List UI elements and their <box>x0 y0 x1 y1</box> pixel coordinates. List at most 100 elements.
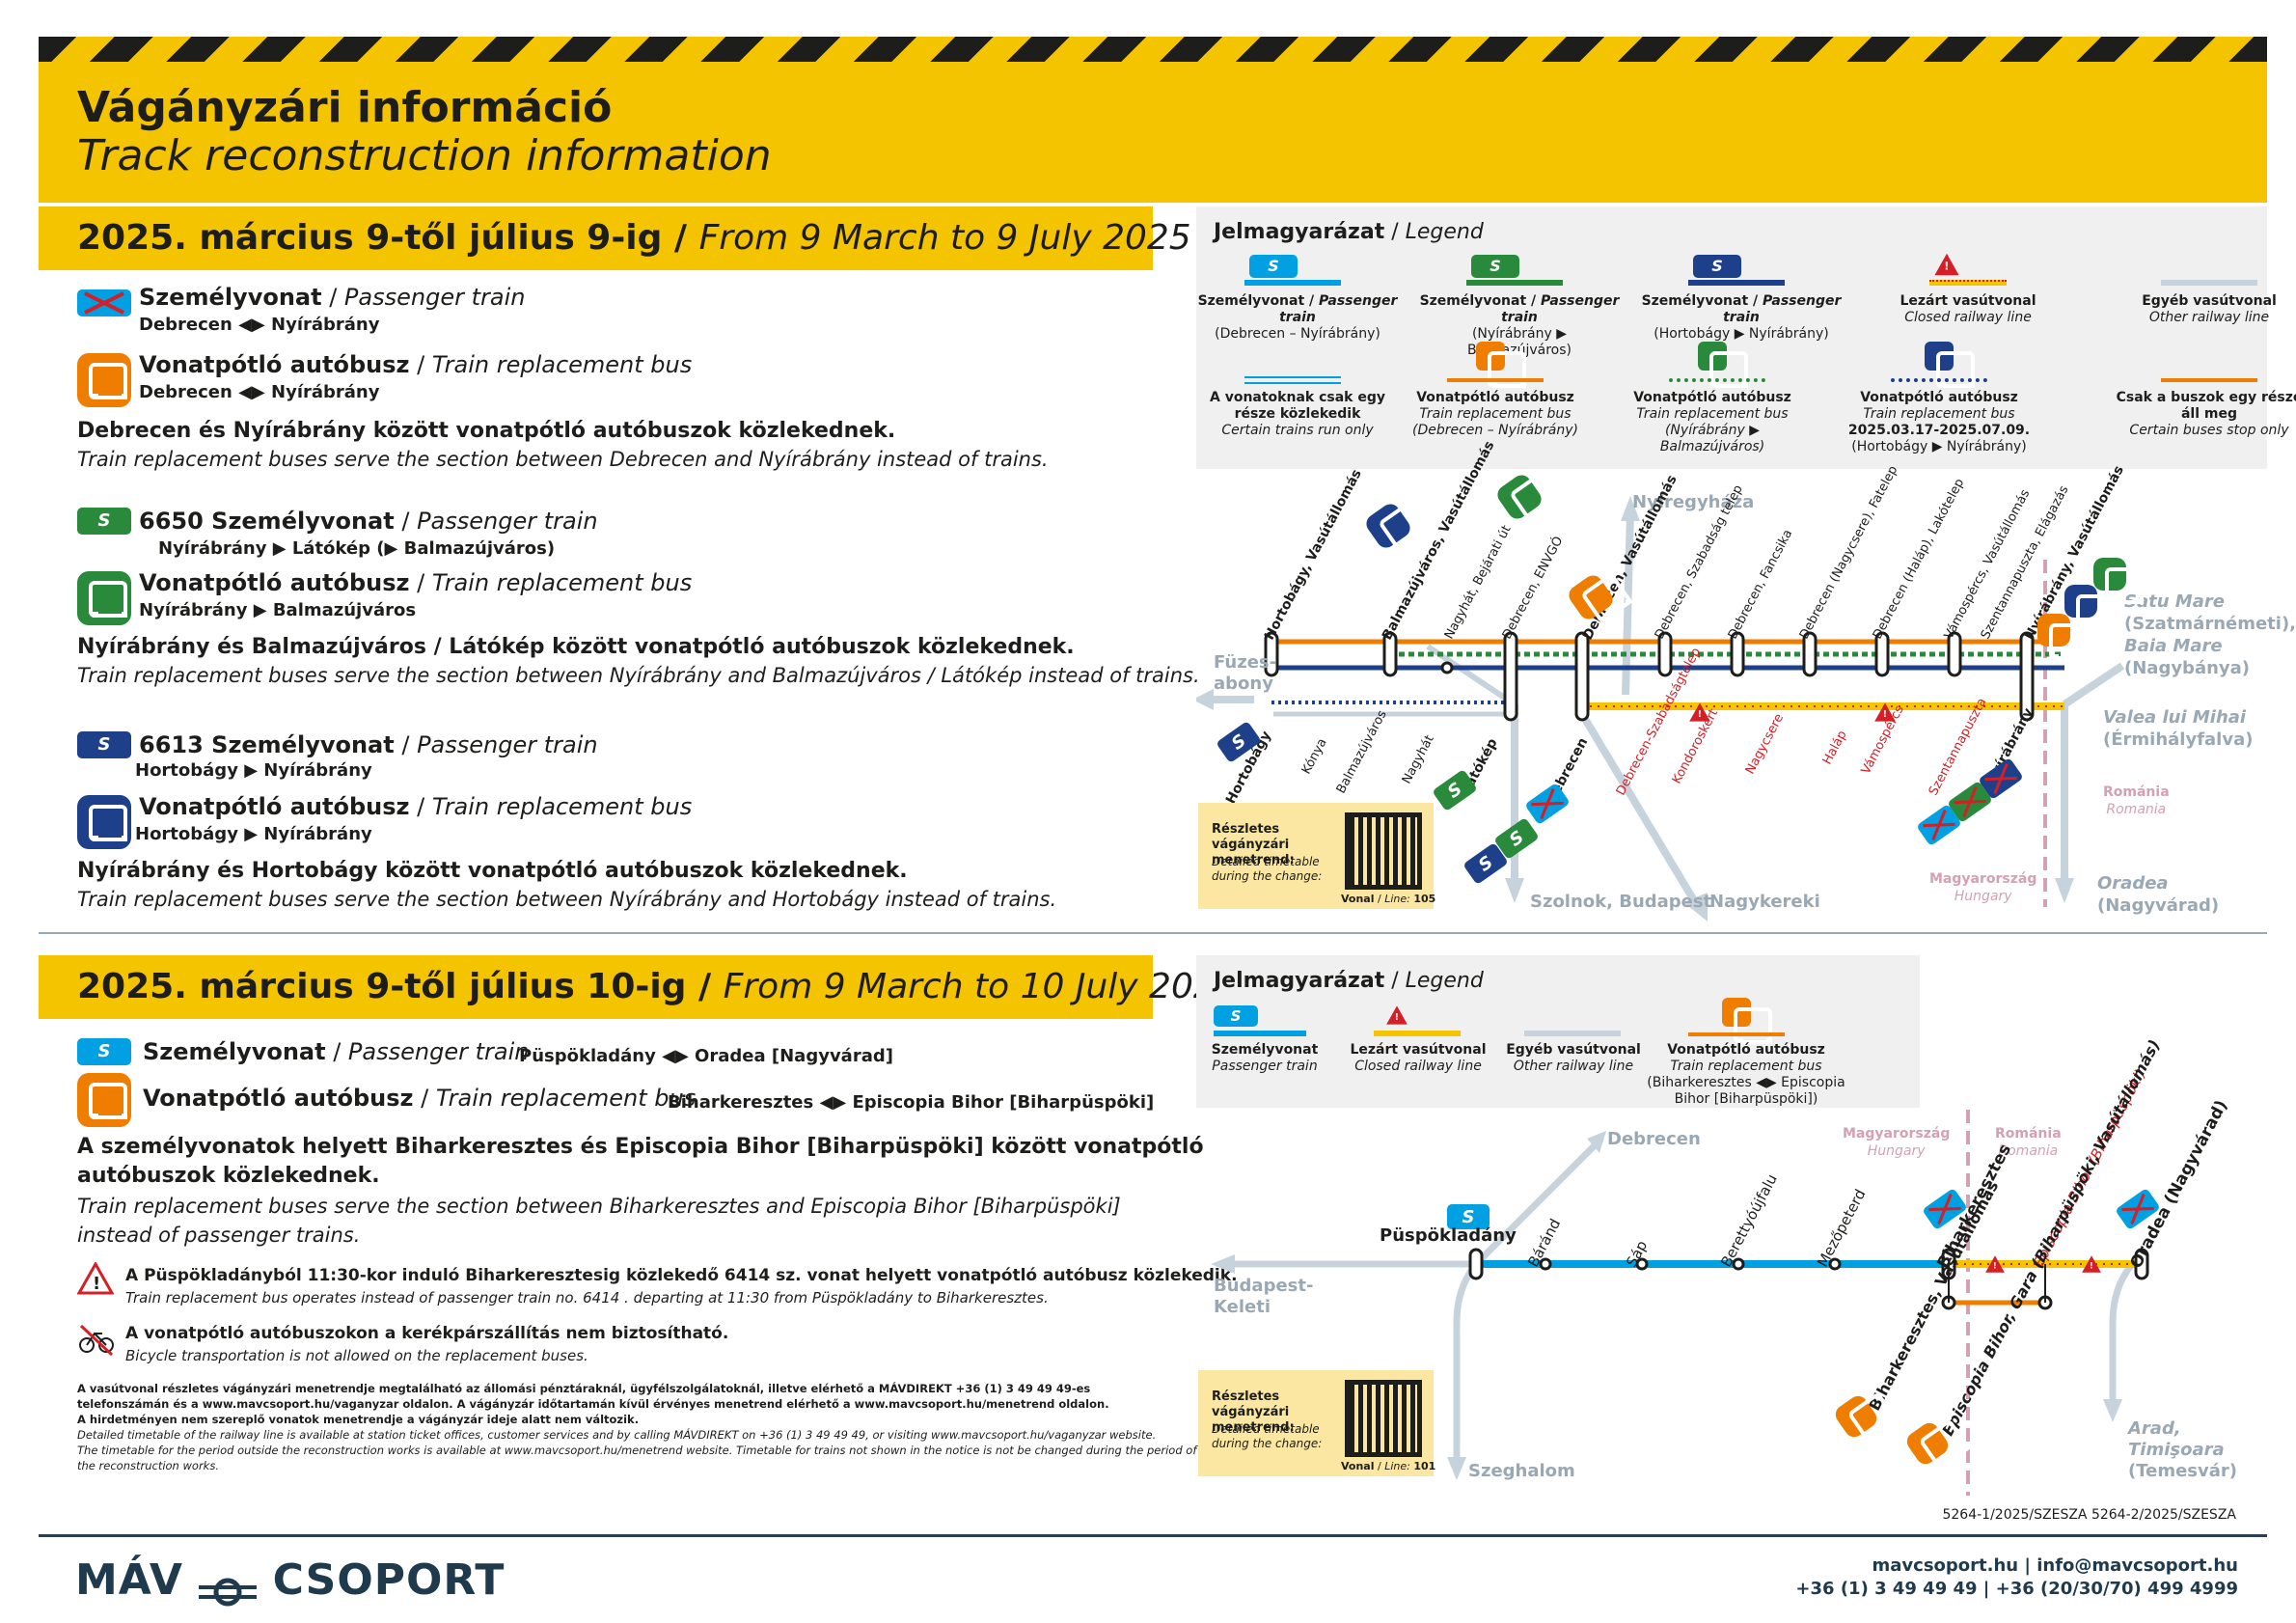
block1-desc-en: Train replacement buses serve the sectio… <box>77 448 1049 471</box>
legend-1-title: Jelmagyarázat / Legend <box>1214 220 1484 244</box>
page-title: Vágányzári információ <box>77 83 613 132</box>
legend-green-line <box>1466 280 1563 286</box>
qr2-line: Vonal / Line: 101 <box>1341 1460 1436 1472</box>
map2-line-szeghalom <box>1453 1261 1479 1467</box>
map1-label-south1: Szolnok, Budapest <box>1530 892 1712 912</box>
qr1-heading: Részletes vágányzári menetrend: <box>1212 822 1295 867</box>
legend-navy-line <box>1688 280 1785 286</box>
legend-green-dotted-line <box>1669 378 1765 382</box>
warning-triangle-icon: ! <box>76 1260 115 1299</box>
section2-desc-en-1: Train replacement buses serve the sectio… <box>77 1195 1121 1218</box>
legend-orange-line <box>1447 378 1544 382</box>
legend-blue-line <box>1244 280 1341 286</box>
map1-warning-icon-2 <box>1874 702 1896 722</box>
map1-label-south2: Nagykereki <box>1709 892 1820 912</box>
legend2-closed-line <box>1374 1031 1461 1036</box>
reference-number: 5264-1/2025/SZESZA 5264-2/2025/SZESZA <box>1942 1507 2236 1523</box>
map2-label-north: Debrecen <box>1607 1129 1701 1149</box>
block2-bus-title: Vonatpótló autóbusz / Train replacement … <box>139 569 693 596</box>
legend-orange-bus-icon <box>1476 342 1526 388</box>
fine-print-5: The timetable for the period outside the… <box>77 1444 1197 1457</box>
map1-navy-bus-icon-2 <box>2064 585 2115 631</box>
section2-date-bar: 2025. március 9-től július 10-ig / From … <box>39 955 1238 1019</box>
section1-date-bar: 2025. március 9-től július 9-ig / From 9… <box>39 206 1191 270</box>
legend2-orange-bus-icon <box>1722 998 1772 1044</box>
section2-desc-hu-2: autóbuszok közlekednek. <box>77 1164 380 1188</box>
map1-label-ro3: Valea lui Mihai(Érmihályfalva) <box>2103 707 2254 750</box>
map2-warning-icon-2 <box>2082 1255 2101 1273</box>
note2-hu: A vonatpótló autóbuszokon a kerékpárszál… <box>125 1324 729 1343</box>
qr2-subheading: Detailed timetable during the change: <box>1212 1422 1323 1450</box>
section2-train-title: Személyvonat / Passenger train <box>143 1038 530 1065</box>
hazard-stripes <box>39 37 2267 62</box>
fine-print-4: Detailed timetable of the railway line i… <box>77 1428 1157 1442</box>
map1-cancelled-green-icon <box>1947 780 1993 824</box>
green-bus-icon <box>77 571 131 625</box>
map2-warning-icon-1 <box>1985 1255 2005 1273</box>
block1-bus-title: Vonatpótló autóbusz / Train replacement … <box>139 351 693 378</box>
block2-bus-route: Nyírábrány ▶ Balmazújváros <box>139 600 417 620</box>
navy-bus-icon <box>77 795 131 849</box>
fine-print-1: A vasútvonal részletes vágányzári menetr… <box>77 1382 1091 1395</box>
block1-train-title: Személyvonat / Passenger train <box>139 284 526 311</box>
block2-desc-en: Train replacement buses serve the sectio… <box>77 664 1200 687</box>
legend-navy-train-icon: S <box>1693 255 1741 278</box>
map2-station-1: Püspökladány <box>1380 1225 1517 1246</box>
block2-desc-hu: Nyírábrány és Balmazújváros / Látókép kö… <box>77 635 1075 659</box>
map-1 <box>1196 496 2125 922</box>
fine-print-3: A hirdetményen nem szereplő vonatok mene… <box>77 1413 640 1426</box>
block3-desc-hu: Nyírábrány és Hortobágy között vonatpótl… <box>77 859 908 883</box>
legend-closed-line <box>1929 280 2007 286</box>
orange-bus-icon <box>77 353 131 407</box>
no-bicycle-icon <box>77 1322 116 1361</box>
block3-train-route: Hortobágy ▶ Nyírábrány <box>135 760 372 781</box>
qr-code-icon[interactable] <box>1345 812 1422 890</box>
svg-text:!: ! <box>93 1274 100 1294</box>
qr1-subheading: Detailed timetable during the change: <box>1212 855 1323 883</box>
footer-divider <box>39 1534 2267 1537</box>
qr2-heading: Részletes vágányzári menetrend: <box>1212 1389 1295 1435</box>
block1-train-route: Debrecen ◀▶ Nyírábrány <box>139 315 380 335</box>
qr-box-2: Részletes vágányzári menetrend: Detailed… <box>1198 1370 1436 1476</box>
section1-date-hu: 2025. március 9-től július 9-ig <box>77 218 663 258</box>
map-2 <box>1211 1110 2149 1496</box>
map1-cancelled-train-icon <box>1524 782 1571 826</box>
map1-cancelled-train-icon-2 <box>1916 803 1962 847</box>
qr-code-icon-2[interactable] <box>1345 1380 1422 1457</box>
qr-box-1: Részletes vágányzári menetrend: Detailed… <box>1198 803 1435 909</box>
section-divider <box>39 932 2267 934</box>
map2-label-ro-south: Arad,Timişoara(Temesvár) <box>2128 1418 2237 1481</box>
contact-phones[interactable]: +36 (1) 3 49 49 49 | +36 (20/30/70) 499 … <box>1795 1579 2238 1599</box>
legend2-other-line <box>1524 1031 1621 1036</box>
contact-web-email[interactable]: mavcsoport.hu | info@mavcsoport.hu <box>1872 1555 2238 1576</box>
legend2-warning-icon <box>1386 1005 1408 1025</box>
map2-cancelled-train-icon-2 <box>2115 1187 2161 1231</box>
legend-1: Jelmagyarázat / Legend S S S Személyvona… <box>1196 206 2296 469</box>
legend-1-item-1: Személyvonat / Passenger train(Debrecen … <box>1197 293 1398 342</box>
map2-label-west: Budapest-Keleti <box>1214 1276 1314 1317</box>
legend-navy-dotted-line <box>1891 378 1987 382</box>
legend2-blue-line <box>1214 1031 1306 1036</box>
section2-desc-en-2: instead of passenger trains. <box>77 1224 361 1247</box>
section2-date-hu: 2025. március 9-től július 10-ig <box>77 967 687 1006</box>
block2-train-title: 6650 Személyvonat / Passenger train <box>139 508 598 535</box>
legend-1-item-2: Személyvonat / Passenger train(Nyírábrán… <box>1419 293 1620 358</box>
section1-date-en: From 9 March to 9 July 2025 <box>698 218 1191 258</box>
page-subtitle: Track reconstruction information <box>77 131 772 180</box>
map1-label-west: Füzes-abony <box>1214 652 1277 694</box>
section2-date-en: From 9 March to 10 July 2025 <box>723 967 1238 1006</box>
navy-train-badge: S <box>77 731 131 758</box>
legend-2-title: Jelmagyarázat / Legend <box>1214 969 1484 993</box>
green-train-badge: S <box>77 508 131 535</box>
